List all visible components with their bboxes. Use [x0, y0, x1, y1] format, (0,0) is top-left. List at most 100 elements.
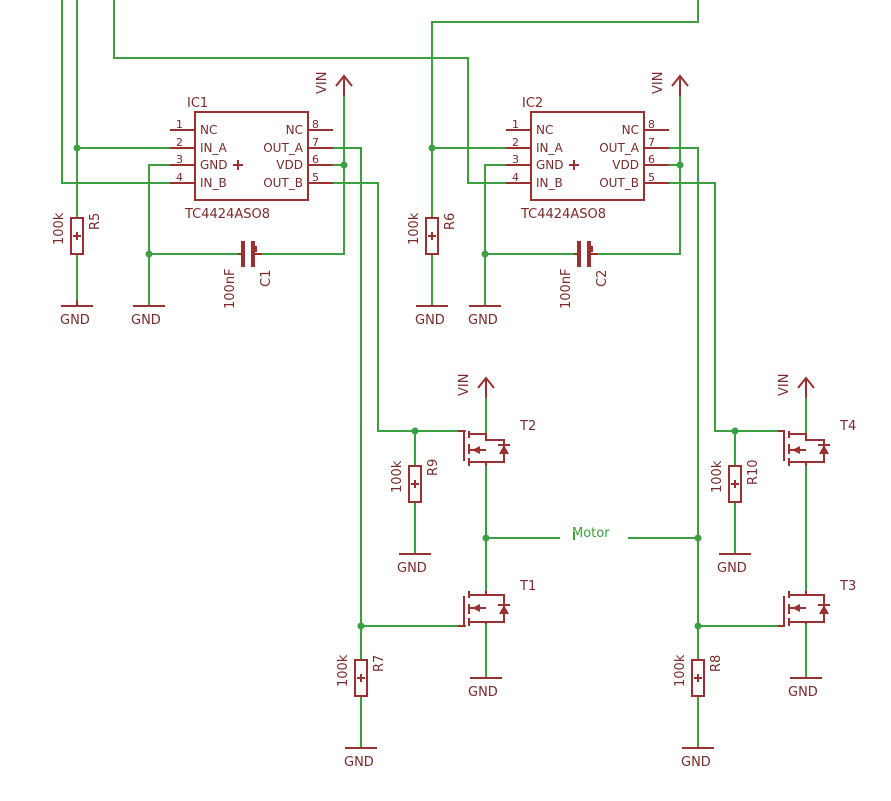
gnd-t3: GND: [788, 677, 822, 700]
gnd-ic2-label: GND: [468, 313, 498, 328]
ic2-pinname-gnd: GND: [536, 158, 564, 172]
t2-name: T2: [519, 419, 536, 434]
resistor-r6: R6 100k: [407, 212, 458, 255]
ic1-origin-cross: [233, 160, 243, 170]
ic1-pin3: 3: [176, 153, 183, 166]
t3-name: T3: [839, 579, 856, 594]
ic1-pin8: 8: [312, 118, 319, 131]
ic2-pin5: 5: [648, 171, 655, 184]
r9-value: 100k: [390, 460, 405, 493]
c1-value: 100nF: [223, 268, 238, 309]
ic2-pin7: 7: [648, 136, 655, 149]
ic1-name: IC1: [187, 96, 208, 111]
c2-name: C2: [595, 270, 610, 287]
vin-t2: VIN: [457, 374, 495, 398]
ic1-pin6: 6: [312, 153, 319, 166]
capacitor-c2: C2 100nF: [559, 241, 610, 309]
gnd-r5: GND: [60, 300, 93, 328]
r5-value: 100k: [52, 212, 67, 245]
junctions: [73, 144, 739, 630]
r6-name: R6: [443, 213, 458, 230]
gnd-r7-label: GND: [344, 755, 374, 770]
vin-ic1-label: VIN: [315, 72, 330, 94]
r5-name: R5: [88, 213, 103, 230]
mosfet-t3: T3: [778, 579, 856, 627]
gnd-ic2: GND: [468, 305, 501, 328]
ic2-pin8: 8: [648, 118, 655, 131]
gnd-r8: GND: [681, 747, 714, 770]
gnd-r7: GND: [344, 747, 377, 770]
ic1-pinname-vdd: VDD: [276, 158, 303, 172]
ic2-pinname-vdd: VDD: [612, 158, 639, 172]
wires: [61, 0, 807, 748]
vin-ic2-label: VIN: [651, 72, 666, 94]
gnd-r8-label: GND: [681, 755, 711, 770]
ic2-pinname-in-a: IN_A: [536, 141, 564, 155]
ic2-pin4: 4: [512, 171, 519, 184]
resistor-r5: R5 100k: [52, 212, 103, 255]
gnd-r6-label: GND: [415, 313, 445, 328]
vin-t4-label: VIN: [777, 374, 792, 396]
r8-value: 100k: [673, 654, 688, 687]
r7-value: 100k: [336, 654, 351, 687]
ic2-part: TC4424ASO8: [520, 207, 606, 222]
r8-name: R8: [709, 655, 724, 672]
t4-name: T4: [839, 419, 856, 434]
ic2-pinname-out-a: OUT_A: [599, 141, 640, 155]
ic1-pinname-in-b: IN_B: [200, 176, 227, 190]
ic2: IC2 TC4424ASO8 1 2 3 4 8 7 6 5 NC IN_A G…: [506, 96, 669, 222]
ic2-pinname-nc-left: NC: [536, 123, 553, 137]
ic1-pinname-nc-left: NC: [200, 123, 217, 137]
gnd-r6: GND: [415, 305, 448, 328]
gnd-r5-label: GND: [60, 313, 90, 328]
ic1-pinname-out-a: OUT_A: [263, 141, 304, 155]
ic2-pin1: 1: [512, 118, 519, 131]
gnd-r10-label: GND: [717, 561, 747, 576]
r10-name: R10: [746, 459, 761, 485]
t1-name: T1: [519, 579, 536, 594]
gnd-t1: GND: [468, 677, 502, 700]
ic2-pinname-in-b: IN_B: [536, 176, 563, 190]
ic1-pin5: 5: [312, 171, 319, 184]
vin-t4: VIN: [777, 374, 815, 398]
ic1: IC1 TC4424ASO8 1 2 3 4 8 7 6 5 NC IN_A G…: [170, 96, 333, 222]
ic1-pinname-in-a: IN_A: [200, 141, 228, 155]
ic1-pin4: 4: [176, 171, 183, 184]
gnd-ic1-label: GND: [131, 313, 161, 328]
ic2-pin2: 2: [512, 136, 519, 149]
gnd-t1-label: GND: [468, 685, 498, 700]
ic2-pin6: 6: [648, 153, 655, 166]
gnd-ic1: GND: [131, 305, 165, 328]
gnd-t3-label: GND: [788, 685, 818, 700]
gnd-r9: GND: [397, 553, 431, 576]
vin-ic2: VIN: [651, 72, 689, 96]
c1-name: C1: [259, 270, 274, 287]
ic1-pin2: 2: [176, 136, 183, 149]
resistor-r7: R7 100k: [336, 654, 387, 697]
r6-value: 100k: [407, 212, 422, 245]
vin-ic1: VIN: [315, 72, 353, 96]
gnd-r10: GND: [717, 553, 751, 576]
ic2-pin3: 3: [512, 153, 519, 166]
vin-t2-label: VIN: [457, 374, 472, 396]
ic1-pinname-gnd: GND: [200, 158, 228, 172]
r7-name: R7: [372, 655, 387, 672]
ic1-pinname-out-b: OUT_B: [263, 176, 303, 190]
ic2-origin-cross: [569, 160, 579, 170]
ic1-part: TC4424ASO8: [184, 207, 270, 222]
mosfet-t4: T4: [778, 419, 856, 466]
ic2-pinname-out-b: OUT_B: [599, 176, 639, 190]
r10-value: 100k: [710, 460, 725, 493]
resistor-r10: R10 100k: [710, 459, 761, 503]
ic1-pin7: 7: [312, 136, 319, 149]
ic2-pinname-nc-right: NC: [622, 123, 639, 137]
c2-value: 100nF: [559, 268, 574, 309]
gnd-r9-label: GND: [397, 561, 427, 576]
ic1-pinname-nc-right: NC: [286, 123, 303, 137]
r9-name: R9: [426, 459, 441, 476]
ic1-pin1: 1: [176, 118, 183, 131]
resistor-r8: R8 100k: [673, 654, 724, 697]
motor-net-label: Motor: [572, 526, 610, 541]
mosfet-t2: T2: [458, 419, 536, 466]
